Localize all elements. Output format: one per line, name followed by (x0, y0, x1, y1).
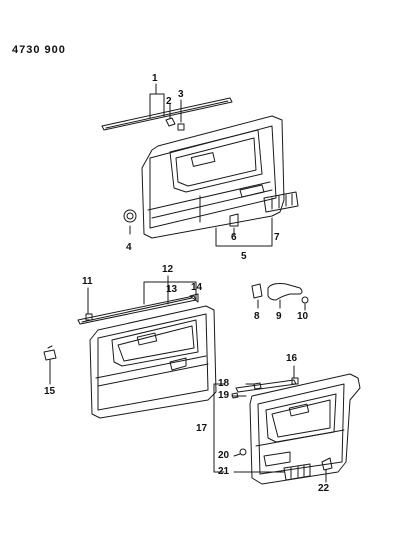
callout-22: 22 (318, 483, 330, 494)
callout-4: 4 (126, 242, 132, 253)
callout-3: 3 (178, 89, 184, 100)
front-clip-6 (229, 213, 239, 227)
front-door-panel (141, 115, 285, 239)
rear-clip-19 (231, 392, 239, 399)
front-door-trim-group (101, 97, 299, 239)
mid-inner-handle (136, 332, 158, 346)
rear-clip-18 (253, 382, 262, 390)
front-speaker-grille (263, 191, 299, 213)
callout-13: 13 (166, 284, 178, 295)
diagram-title: 4730 900 (12, 44, 66, 56)
front-panel-inset (169, 129, 263, 193)
rear-ashtray (263, 451, 291, 467)
mid-clip-11 (85, 313, 93, 321)
mid-clip-15 (43, 349, 57, 361)
rear-inner-handle (288, 403, 310, 417)
callout-9: 9 (276, 311, 282, 322)
front-clip (165, 117, 176, 127)
callout-11: 11 (82, 276, 93, 287)
callout-15: 15 (44, 386, 56, 397)
callout-17: 17 (196, 423, 208, 434)
rear-cover-22 (321, 457, 333, 471)
callout-1: 1 (152, 73, 158, 84)
armrest-group (251, 283, 309, 311)
front-leaders (129, 83, 273, 247)
callout-21: 21 (218, 466, 230, 477)
handle-bezel (251, 283, 263, 299)
rear-leaders (213, 365, 327, 483)
middle-leaders (49, 275, 197, 385)
callout-12: 12 (162, 264, 174, 275)
front-fastener (177, 123, 185, 131)
callout-18: 18 (218, 378, 230, 389)
callout-2: 2 (166, 96, 172, 107)
rear-weatherstrip (235, 379, 297, 393)
callout-19: 19 (218, 390, 230, 401)
front-weatherstrip (101, 97, 233, 131)
callout-20: 20 (218, 450, 230, 461)
rear-fastener-16 (291, 377, 299, 385)
middle-door-trim-group (43, 293, 217, 419)
rear-speaker-grille (283, 463, 311, 481)
front-grommet (123, 209, 137, 223)
callout-14: 14 (191, 282, 203, 293)
mid-door-panel (89, 305, 217, 419)
callout-16: 16 (286, 353, 298, 364)
rear-grommet-20 (239, 448, 247, 456)
front-inner-handle (190, 152, 216, 167)
mid-panel-inset (111, 319, 199, 367)
rear-door-panel (249, 373, 361, 485)
callout-7: 7 (274, 232, 280, 243)
callout-10: 10 (297, 311, 309, 322)
handle-screw (301, 296, 309, 304)
rear-door-trim-group (231, 373, 361, 485)
callout-5: 5 (241, 251, 247, 262)
callout-6: 6 (231, 232, 237, 243)
armrest-handle (267, 283, 303, 301)
callout-8: 8 (254, 311, 260, 322)
